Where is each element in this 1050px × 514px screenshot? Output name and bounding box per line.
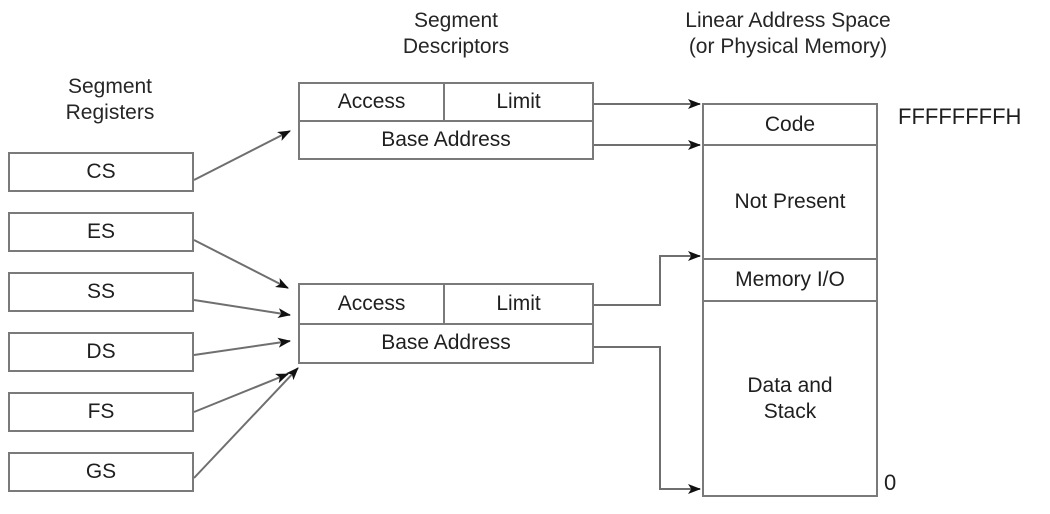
memory-region-data-and-stack: Data and Stack: [747, 373, 833, 423]
segment-register-ss[interactable]: SS: [8, 272, 194, 312]
descriptor-access-cell: Access: [300, 285, 446, 323]
heading-segment-registers: Segment Registers: [65, 75, 155, 124]
wire-ss-to-data-descriptor: [193, 299, 291, 319]
segment-register-gs[interactable]: GS: [8, 452, 194, 492]
descriptor-row-access-limit: Access Limit: [300, 285, 592, 325]
descriptor-limit-cell: Limit: [496, 291, 541, 315]
address-label-bottom: 0: [884, 470, 897, 495]
memory-region-not-present: Not Present: [704, 146, 876, 260]
wire-data-base-to-memory-bottom: [594, 346, 701, 494]
descriptor-access-cell: Access: [300, 84, 446, 120]
segment-register-es[interactable]: ES: [8, 212, 194, 252]
heading-linear-address-space: Linear Address Space (or Physical Memory…: [685, 9, 891, 58]
wire-ds-to-data-descriptor: [193, 337, 291, 356]
wire-data-limit-to-memory-io-top: [594, 251, 701, 306]
segment-register-ds[interactable]: DS: [8, 332, 194, 372]
descriptor-base-address-cell: Base Address: [381, 128, 511, 151]
segment-descriptor-data[interactable]: Access Limit Base Address: [298, 283, 594, 364]
wire-fs-to-data-descriptor: [193, 373, 289, 413]
wire-gs-to-data-descriptor: [193, 367, 299, 479]
descriptor-row-access-limit: Access Limit: [300, 84, 592, 122]
wire-es-to-data-descriptor: [193, 239, 289, 289]
heading-segment-descriptors: Segment Descriptors: [402, 9, 510, 58]
memory-region-memory-io: Memory I/O: [704, 260, 876, 302]
descriptor-limit-cell: Limit: [496, 90, 541, 113]
address-label-top: FFFFFFFFH: [898, 104, 1022, 129]
wire-cs-to-code-descriptor: [193, 130, 291, 181]
descriptor-base-address-cell: Base Address: [381, 331, 511, 355]
segment-descriptor-code[interactable]: Access Limit Base Address: [298, 82, 594, 160]
segment-register-fs[interactable]: FS: [8, 392, 194, 432]
linear-address-space-map: Code Not Present Memory I/O Data and Sta…: [702, 103, 878, 497]
segment-register-cs[interactable]: CS: [8, 152, 194, 192]
descriptor-row-base-address: Base Address: [300, 325, 592, 363]
memory-region-code: Code: [704, 105, 876, 146]
descriptor-row-base-address: Base Address: [300, 122, 592, 158]
